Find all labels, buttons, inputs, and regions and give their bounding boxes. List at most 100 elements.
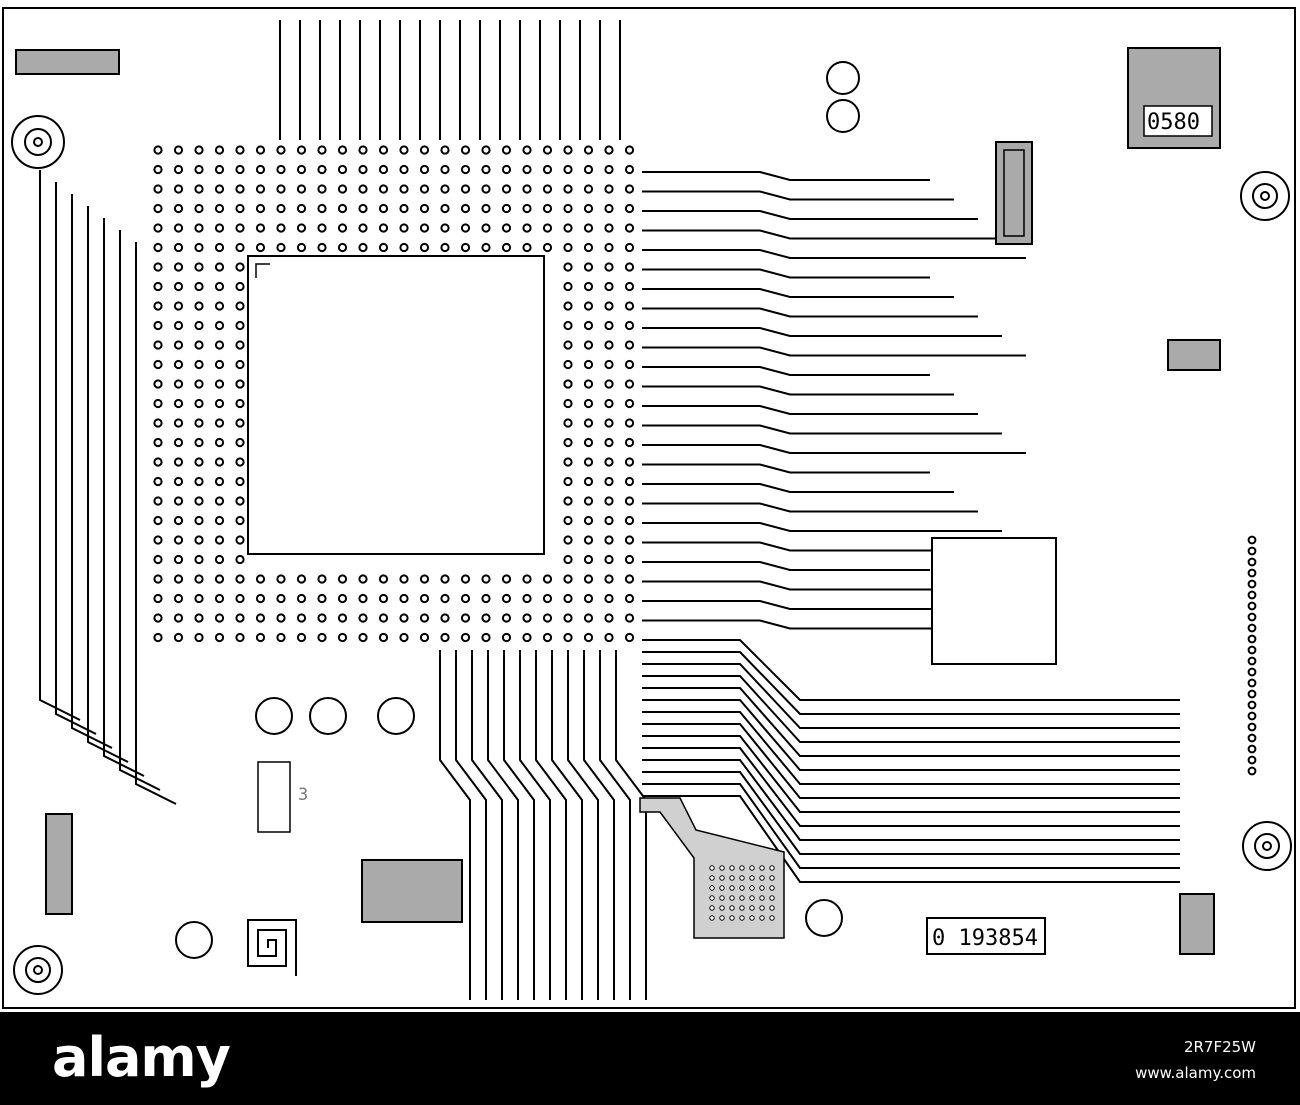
ic-vertical-top-inner <box>1003 149 1025 237</box>
pad <box>317 242 327 253</box>
pad <box>173 242 184 253</box>
pad <box>440 593 450 604</box>
pad <box>624 574 635 584</box>
pad <box>563 418 573 428</box>
pad <box>235 301 245 311</box>
pad <box>522 203 532 214</box>
pad <box>624 262 635 272</box>
pad <box>419 203 430 214</box>
trace <box>642 307 978 318</box>
pad <box>214 418 225 428</box>
pad <box>358 184 368 194</box>
pad <box>235 418 245 428</box>
pad <box>1247 755 1257 765</box>
pad <box>173 301 184 311</box>
pad <box>604 262 614 272</box>
pad <box>276 223 286 233</box>
pad <box>563 262 573 272</box>
pad <box>173 554 184 565</box>
trace <box>642 463 930 474</box>
grid-dot <box>729 875 735 881</box>
pad <box>440 203 450 214</box>
pad <box>481 593 491 604</box>
pad <box>481 632 491 643</box>
pad <box>235 359 245 370</box>
trace <box>135 242 177 805</box>
pad <box>440 145 450 155</box>
pad <box>624 535 635 545</box>
pad <box>255 164 266 175</box>
pad <box>440 184 450 194</box>
pad <box>624 554 635 565</box>
pad <box>337 145 348 155</box>
pad <box>194 242 204 253</box>
pad <box>624 632 635 643</box>
trace <box>642 651 1180 715</box>
trace <box>87 206 129 763</box>
trace <box>583 650 615 1000</box>
pad <box>255 184 266 194</box>
pad <box>173 359 184 370</box>
pad <box>153 223 163 233</box>
pad <box>173 223 184 233</box>
grid-dot <box>709 915 715 921</box>
trace <box>642 619 1002 630</box>
trace <box>642 483 954 493</box>
trace <box>642 735 1180 813</box>
pad <box>624 398 635 409</box>
pad <box>583 301 594 311</box>
pad <box>296 242 307 253</box>
pad <box>378 574 389 584</box>
pad <box>501 203 512 214</box>
pad <box>173 632 184 643</box>
trace <box>642 541 1026 552</box>
pad <box>501 593 512 604</box>
pad <box>153 418 163 428</box>
trace <box>551 650 583 1000</box>
pad <box>317 223 327 233</box>
trace <box>642 561 930 571</box>
trace <box>642 663 1180 729</box>
trace <box>567 650 599 1000</box>
trace <box>642 711 1180 785</box>
grid-dot <box>759 865 765 871</box>
counter-display <box>926 917 1046 955</box>
trace <box>535 650 567 1000</box>
pad <box>604 281 614 292</box>
pad <box>173 398 184 409</box>
pad <box>214 437 225 448</box>
spiral-coil <box>247 919 297 976</box>
pad <box>481 203 491 214</box>
pad <box>522 632 532 643</box>
grid-dot <box>769 905 775 911</box>
pad <box>604 301 614 311</box>
pad <box>583 515 594 526</box>
trace <box>519 650 551 1000</box>
pad <box>460 574 471 584</box>
chip-code-label: 0580 <box>1147 110 1200 135</box>
pad <box>173 203 184 214</box>
pad <box>194 223 204 233</box>
pad <box>624 340 635 350</box>
pad <box>481 613 491 623</box>
pad <box>583 379 594 389</box>
pad <box>501 613 512 623</box>
grid-dot <box>719 895 725 901</box>
pad <box>563 281 573 292</box>
pad <box>1247 689 1257 699</box>
pad <box>173 340 184 350</box>
pad <box>1247 546 1257 556</box>
pad <box>255 574 266 584</box>
trace <box>642 639 1180 701</box>
pad <box>522 242 532 253</box>
pad <box>583 262 594 272</box>
pad <box>194 340 204 350</box>
pad <box>153 145 163 155</box>
pad <box>214 632 225 643</box>
pad <box>624 613 635 623</box>
pad <box>460 164 471 175</box>
pad <box>173 515 184 526</box>
pad <box>317 145 327 155</box>
ic-top-left <box>15 49 120 75</box>
pad <box>153 632 163 643</box>
